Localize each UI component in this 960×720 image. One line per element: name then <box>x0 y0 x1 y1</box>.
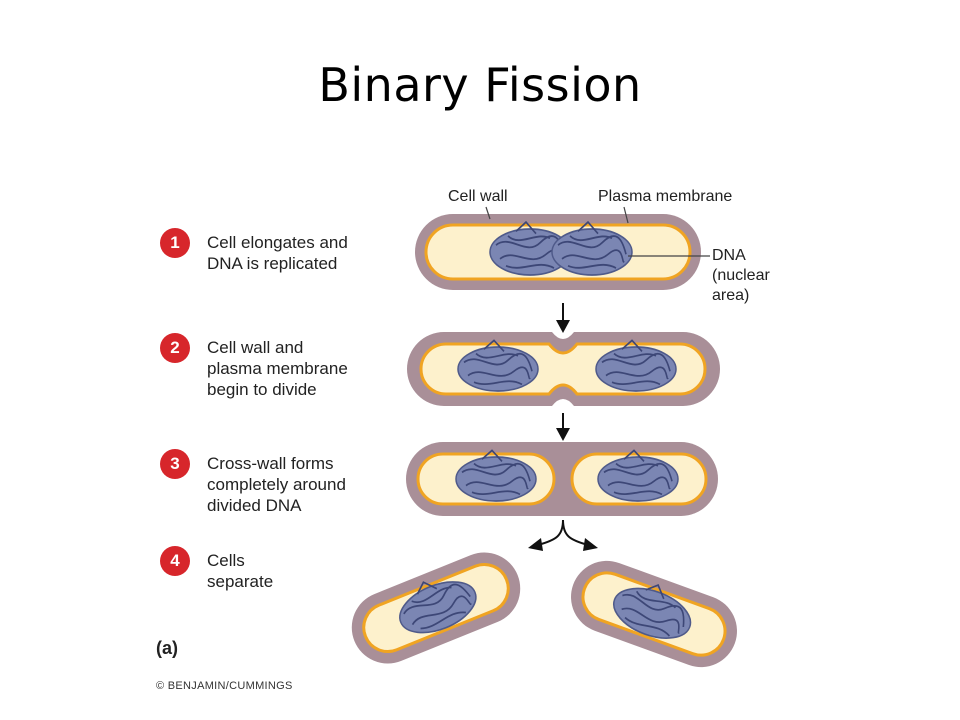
figure-label: (a) <box>156 638 178 658</box>
step-2-text: Cell wall and plasma membrane begin to d… <box>207 338 348 399</box>
arrow-down-icon <box>556 413 570 441</box>
plasma-membrane-label: Plasma membrane <box>598 188 733 205</box>
step-4-badge: 4 <box>160 546 190 576</box>
step-4-text: Cells separate <box>207 551 274 591</box>
copyright-credit: © BENJAMIN/CUMMINGS <box>156 680 293 692</box>
step-1-cell <box>415 206 710 290</box>
step-3-text: Cross-wall forms completely around divid… <box>207 454 346 515</box>
slide-title: Binary Fission <box>318 58 642 112</box>
split-arrow-icon <box>537 519 589 546</box>
step-4-right-cell <box>571 560 737 668</box>
cell-wall-label: Cell wall <box>448 188 508 205</box>
step-3-badge: 3 <box>160 449 190 479</box>
step-2-badge: 2 <box>160 333 190 363</box>
arrow-down-icon <box>556 303 570 333</box>
step-4-left-cell <box>351 552 521 664</box>
step-2-cell <box>407 332 720 406</box>
step-1-badge: 1 <box>160 228 190 258</box>
step-1-text: Cell elongates and DNA is replicated <box>207 233 348 273</box>
step-3-cell <box>406 442 718 516</box>
dna-label: DNA (nuclear area) <box>712 247 770 304</box>
